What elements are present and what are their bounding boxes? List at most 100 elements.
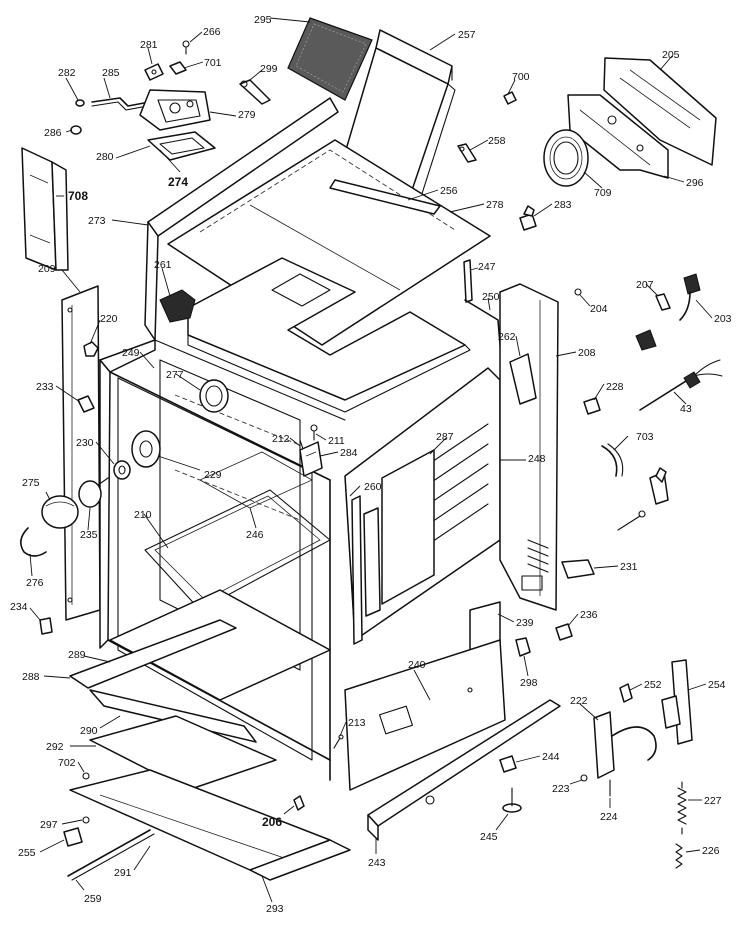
label-207: 207: [636, 279, 654, 291]
part-245-leveling-leg: [502, 787, 522, 813]
label-204: 204: [590, 303, 608, 315]
label-299: 299: [260, 63, 278, 75]
part-229-light-socket: [131, 430, 161, 468]
part-252-clip: [619, 683, 633, 703]
label-249: 249: [122, 347, 140, 359]
part-number-labels: 295 257 266 281 701 299 282 285 279 286 …: [10, 14, 732, 915]
label-295: 295: [254, 14, 272, 26]
label-291: 291: [114, 867, 132, 879]
part-282-grommet: [75, 99, 85, 107]
rear-frame-vents: [527, 539, 549, 573]
label-282: 282: [58, 67, 76, 79]
part-299-pin: [239, 79, 271, 105]
part-279-valve-assembly: [139, 89, 211, 131]
label-228: 228: [606, 381, 624, 393]
label-708: 708: [68, 189, 88, 203]
part-293-drawer-bottom: [249, 839, 351, 881]
label-273: 273: [88, 215, 106, 227]
part-288-panel: [69, 619, 237, 689]
part-287-insulation-panel: [381, 449, 435, 605]
label-701: 701: [204, 57, 222, 69]
part-230-light-receptacle: [113, 460, 131, 480]
label-288: 288: [22, 671, 40, 683]
part-235-bulb: [78, 477, 109, 508]
part-207-connector: [635, 293, 671, 351]
label-229: 229: [204, 469, 222, 481]
part-283-clip: [519, 205, 537, 231]
part-286-clip: [70, 125, 82, 135]
label-259: 259: [84, 893, 102, 905]
part-259-rod: [67, 829, 155, 881]
label-230: 230: [76, 437, 94, 449]
label-208: 208: [578, 347, 596, 359]
label-703: 703: [636, 431, 654, 443]
cabinet-front-frame: [99, 339, 346, 781]
part-702-screw: [82, 772, 90, 780]
part-258-latch: [457, 143, 477, 163]
label-290: 290: [80, 725, 98, 737]
label-283: 283: [554, 199, 572, 211]
part-203-power-cord: [679, 273, 701, 321]
label-243: 243: [368, 857, 386, 869]
label-43: 43: [680, 403, 692, 415]
label-235: 235: [80, 529, 98, 541]
part-289-broiler-pan: [109, 589, 331, 701]
cabinet-top-cover: [187, 257, 471, 413]
part-709-flue-collar: [543, 129, 589, 187]
part-273-top-frame: [144, 97, 339, 341]
label-289: 289: [68, 649, 86, 661]
label-293: 293: [266, 903, 284, 915]
label-234: 234: [10, 601, 28, 613]
label-231: 231: [620, 561, 638, 573]
part-246-oven-bottom: [199, 451, 313, 509]
label-266: 266: [203, 26, 221, 38]
part-260-strip: [351, 495, 381, 645]
label-247: 247: [478, 261, 496, 273]
part-small-screw-right: [617, 510, 646, 531]
part-240-kick-panel: [344, 639, 506, 791]
label-246: 246: [246, 529, 264, 541]
label-285: 285: [102, 67, 120, 79]
label-280: 280: [96, 151, 114, 163]
label-213: 213: [348, 717, 366, 729]
label-205: 205: [662, 49, 680, 61]
part-222-door-hinge: [593, 711, 657, 779]
label-220: 220: [100, 313, 118, 325]
label-239: 239: [516, 617, 534, 629]
part-211-screw: [310, 424, 318, 441]
part-266-screw: [182, 40, 190, 55]
part-290-panel: [89, 689, 257, 743]
label-226: 226: [702, 845, 720, 857]
part-275-light-cover: [41, 495, 79, 529]
label-281: 281: [140, 39, 158, 51]
part-276-wire-clip: [20, 527, 47, 557]
part-231-bracket: [561, 559, 595, 579]
label-297: 297: [40, 819, 58, 831]
label-209: 209: [38, 263, 56, 275]
part-262-bracket: [509, 353, 537, 405]
part-281-bracket: [144, 63, 164, 81]
label-212: 212: [272, 433, 290, 445]
part-bracket-right: [649, 467, 669, 505]
part-204-screw: [574, 288, 582, 296]
part-43-wire-lead: [639, 359, 723, 411]
part-226-spring: [675, 843, 683, 869]
part-250-rear-frame: [464, 299, 503, 369]
label-236: 236: [580, 609, 598, 621]
label-244: 244: [542, 751, 560, 763]
label-258: 258: [488, 135, 506, 147]
part-255-clip: [63, 827, 83, 847]
label-250: 250: [482, 291, 500, 303]
part-297-screw: [82, 816, 90, 824]
part-256-top-rear-strip: [329, 179, 441, 215]
part-227-spring: [677, 781, 687, 835]
label-260: 260: [364, 481, 382, 493]
part-298-clip: [515, 637, 531, 657]
part-228-clip: [583, 397, 601, 415]
part-280-bracket-plate: [147, 131, 216, 161]
part-700-clip: [503, 91, 517, 105]
part-209-left-side-frame: [61, 285, 101, 621]
label-210: 210: [134, 509, 152, 521]
label-223: 223: [552, 783, 570, 795]
label-284: 284: [340, 447, 358, 459]
